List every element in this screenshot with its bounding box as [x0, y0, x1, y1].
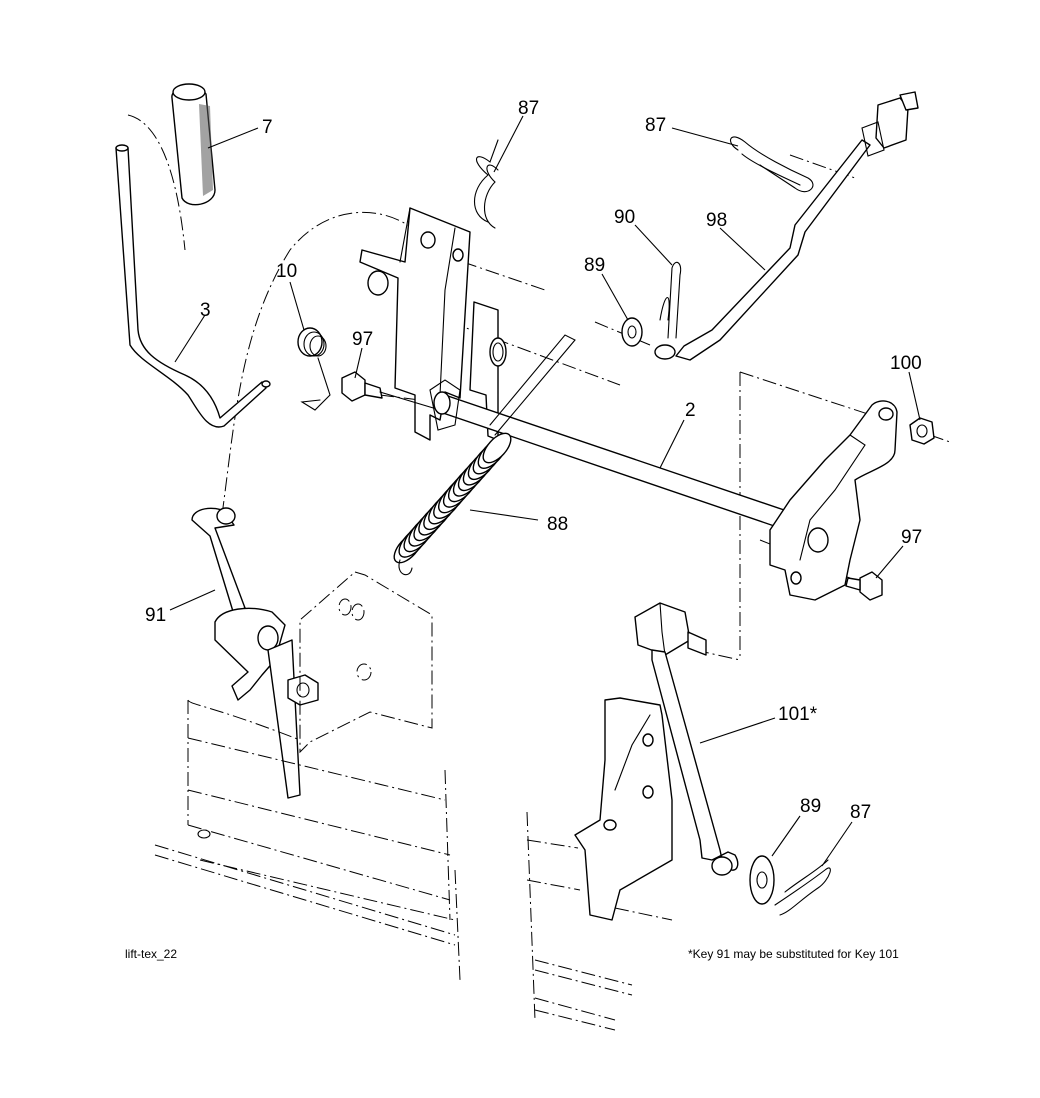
extension-spring [393, 432, 512, 564]
torsion-spring [297, 327, 331, 411]
callout-88: 88 [547, 514, 568, 535]
callout-10: 10 [276, 261, 297, 282]
callout-87-bottom: 87 [850, 802, 871, 823]
spring-coil [482, 432, 512, 464]
callout-87-top: 87 [518, 98, 539, 119]
callout-3: 3 [200, 300, 211, 321]
callout-100: 100 [890, 353, 922, 374]
callout-97-upper: 97 [352, 329, 373, 350]
left-lift-arm [214, 607, 319, 799]
handle-grip [171, 83, 216, 206]
shoulder-bolt-upper [341, 371, 441, 411]
callout-90: 90 [614, 207, 635, 228]
callout-87-right: 87 [645, 115, 666, 136]
right-side-plate [574, 697, 673, 921]
lift-link-left [191, 507, 251, 626]
spring-hook-lower [398, 559, 413, 576]
callout-91: 91 [145, 605, 166, 626]
hairpin-clip-top [474, 139, 499, 229]
drawing-id: lift-tex_22 [125, 947, 177, 961]
right-lift-arm [769, 400, 898, 601]
adjustment-rod [654, 91, 919, 361]
hairpin-clip-right [730, 136, 814, 193]
mower-deck-right [526, 811, 673, 1031]
mower-deck-left [154, 699, 461, 981]
spring-hook-upper [489, 334, 576, 436]
callout-89-upper: 89 [584, 255, 605, 276]
washer-upper [621, 317, 643, 347]
callout-7: 7 [262, 117, 273, 138]
washer-lower [749, 855, 775, 905]
grip-texture [199, 104, 213, 196]
leader-lines [169, 115, 921, 867]
hex-nut [909, 417, 935, 445]
shoulder-bolt-lower [845, 571, 883, 601]
callout-98: 98 [706, 210, 727, 231]
footnote: *Key 91 may be substituted for Key 101 [688, 947, 899, 961]
callout-labels: 7 87 87 90 98 89 10 3 97 100 2 88 97 91 … [145, 98, 922, 823]
callout-2: 2 [685, 400, 696, 421]
hairpin-clip-bottom [774, 859, 831, 916]
left-side-plate [299, 571, 433, 754]
lift-link-right [634, 602, 739, 876]
cotter-pin [659, 261, 682, 339]
lift-handle-rod [115, 144, 271, 428]
callout-89-lower: 89 [800, 796, 821, 817]
callout-97-lower: 97 [901, 527, 922, 548]
callout-101: 101* [778, 704, 818, 725]
